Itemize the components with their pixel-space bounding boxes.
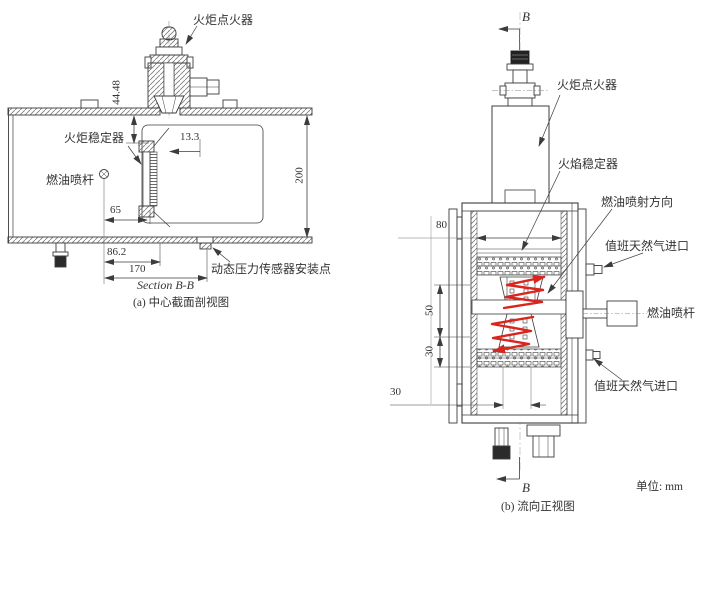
sensor-leader: [212, 247, 231, 263]
stabilizer-label-b: 火焰稳定器: [558, 157, 619, 171]
sensor-mount: [196, 236, 214, 250]
duct-top-wall-right: [179, 107, 313, 116]
caption-b: (b) 流向正视图: [501, 501, 575, 513]
unit-note: 单位: mm: [636, 481, 683, 493]
igniter-label-a: 火炬点火器: [193, 13, 254, 27]
liner-window: [141, 124, 264, 224]
wall-stub: [80, 99, 99, 109]
dim-65: 65: [110, 204, 121, 216]
section-marker-b-bottom: B: [522, 480, 530, 495]
dim-170: 170: [129, 263, 146, 275]
igniter-label-b: 火炬点火器: [557, 78, 618, 92]
section-marker-b-top: B: [522, 9, 530, 24]
pilot-gas-pipe-bottom: [585, 349, 594, 361]
bottom-fitting-a: [52, 242, 69, 268]
spray-arrow-upper: [502, 274, 546, 310]
injection-direction-label: 燃油喷射方向: [601, 195, 674, 209]
support-bar: [471, 299, 567, 315]
view-a-line-art: [7, 21, 313, 284]
dim-80: 80: [436, 219, 447, 231]
fuel-spray-arrows: [490, 274, 546, 354]
dim-200: 200: [293, 167, 306, 184]
fuel-rod-label-a: 燃油喷杆: [46, 173, 95, 187]
view-b-line-art: [390, 12, 647, 482]
dim-44-48: 44.48: [110, 80, 123, 105]
wall-stub-2: [222, 99, 238, 109]
stabilizer-section: [138, 127, 171, 228]
fuel-rod-mount-plate: [565, 290, 584, 339]
dim-30-left: 30: [423, 346, 436, 357]
igniter-section: [144, 26, 220, 114]
pilot-gas-pipe-top: [585, 263, 595, 276]
fuel-rod-label-b: 燃油喷杆: [647, 306, 696, 320]
igniter-leader-a: [185, 25, 198, 45]
spray-arrow-lower: [490, 315, 535, 354]
dim-86-2: 86.2: [107, 246, 127, 258]
stabilizer-leader-a: [127, 145, 142, 165]
caption-a: (a) 中心截面剖视图: [133, 297, 230, 309]
duct-front: [448, 202, 587, 424]
bottom-fittings-b: [492, 424, 561, 460]
sensor-point-label: 动态压力传感器安装点: [211, 262, 332, 276]
stabilizer-label-a: 火炬稳定器: [64, 131, 125, 145]
dim-13-3: 13.3: [180, 131, 200, 143]
duct-bottom-wall-left: [7, 236, 198, 244]
section-label: Section B-B: [137, 278, 194, 292]
dimensions-b: [390, 216, 562, 408]
igniter-front: [491, 50, 550, 204]
igniter-leader-b: [538, 94, 561, 147]
duct-bottom-wall-right: [212, 236, 313, 244]
leaders-b: [521, 170, 644, 381]
dim-30-bottom: 30: [390, 386, 401, 398]
duct-top-wall-left: [7, 107, 161, 116]
pilot-gas-label-bottom: 值班天然气进口: [594, 379, 679, 393]
pilot-gas-label-top: 值班天然气进口: [605, 239, 690, 253]
dimensions-a: [104, 115, 310, 282]
